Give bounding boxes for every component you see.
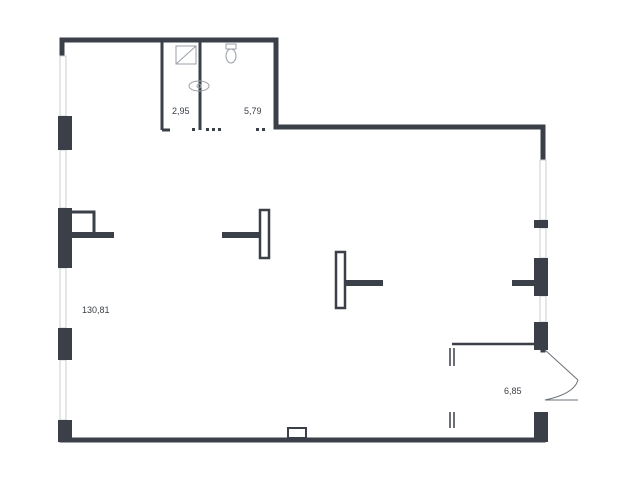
area-label-bathroom-small: 2,95 [172, 106, 190, 116]
bathroom-walls [160, 42, 202, 132]
right-pillars [512, 220, 548, 442]
left-pillars [58, 116, 72, 442]
entrance-door-swing [544, 349, 579, 401]
shower-tray-icon [175, 45, 197, 65]
top-wall [59, 37, 546, 163]
columns [222, 208, 383, 310]
bathroom-doors [192, 128, 265, 131]
area-label-bathroom-large: 5,79 [244, 106, 262, 116]
left-niche-wall [72, 232, 114, 238]
exterior-walls [59, 37, 546, 443]
sink-icon [188, 80, 210, 92]
bottom-niche [287, 427, 307, 439]
area-label-main-hall: 130,81 [82, 305, 110, 315]
toilet-icon [225, 43, 237, 64]
left-bottom-wall [59, 37, 546, 443]
left-niche [72, 210, 96, 234]
entrance-door-marks [449, 348, 455, 428]
area-label-entrance-room: 6,85 [504, 386, 522, 396]
right-windows [539, 159, 547, 323]
